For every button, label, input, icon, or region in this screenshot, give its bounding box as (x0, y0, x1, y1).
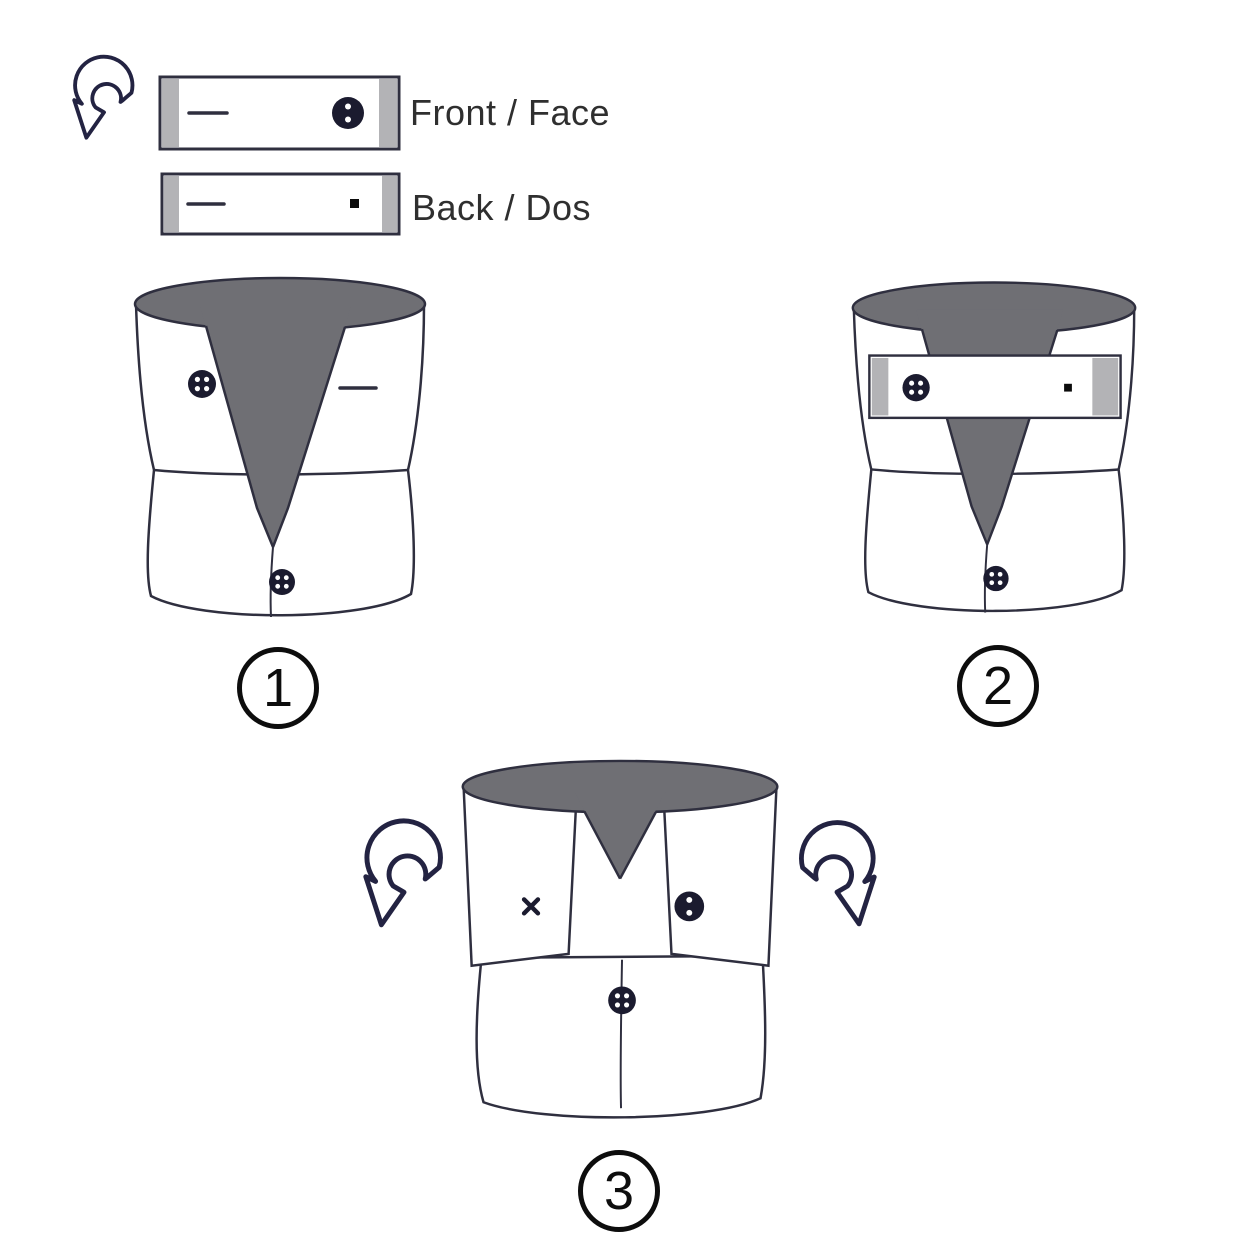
four-hole-button-icon (902, 374, 930, 402)
two-hole-button-icon (674, 891, 705, 922)
placket-line (619, 959, 624, 1109)
step-3-number: 3 (603, 1161, 635, 1221)
collar-v-left-edge (583, 810, 622, 880)
step-2-number: 2 (982, 656, 1014, 716)
band-back-illustration (160, 172, 401, 236)
collar-v-shape (574, 791, 666, 879)
flip-arrow-icon (72, 54, 135, 140)
four-hole-button-icon (608, 986, 636, 1015)
collar-v-right-edge (618, 811, 657, 880)
front-face-label: Front / Face (410, 92, 611, 133)
band-back-left-cap (164, 176, 179, 232)
step-3-garment-illustration (461, 759, 779, 1119)
four-hole-button-icon (983, 565, 1009, 592)
two-hole-button-icon (332, 97, 364, 129)
step-2-number-badge: 2 (957, 645, 1039, 727)
flip-arrow-left-icon (363, 818, 443, 928)
step-1-garment-illustration (133, 276, 427, 618)
snap-dot-icon (350, 199, 359, 208)
tie-shape (200, 306, 351, 547)
back-dos-label: Back / Dos (412, 187, 592, 228)
four-hole-button-icon (188, 370, 216, 398)
band-front-left-cap (162, 79, 179, 147)
band-front-illustration (158, 75, 401, 151)
step-2-garment-illustration (851, 281, 1137, 613)
band-back-body (160, 172, 401, 236)
band-front-right-cap (379, 79, 397, 147)
band-back-right-cap (382, 176, 397, 232)
step-1-number: 1 (262, 658, 294, 718)
step-1-number-badge: 1 (237, 647, 319, 729)
snap-dot-icon (1064, 383, 1072, 392)
flip-arrow-right-icon (799, 820, 877, 927)
tie-left-edge (204, 325, 275, 548)
left-folded-flap (462, 788, 578, 968)
cross-stitch-icon (521, 897, 541, 916)
right-folded-flap (662, 788, 778, 968)
four-hole-button-icon (269, 569, 295, 595)
tie-right-edge (271, 326, 347, 548)
band-on-shirt (868, 354, 1122, 420)
step-3-number-badge: 3 (578, 1150, 660, 1232)
